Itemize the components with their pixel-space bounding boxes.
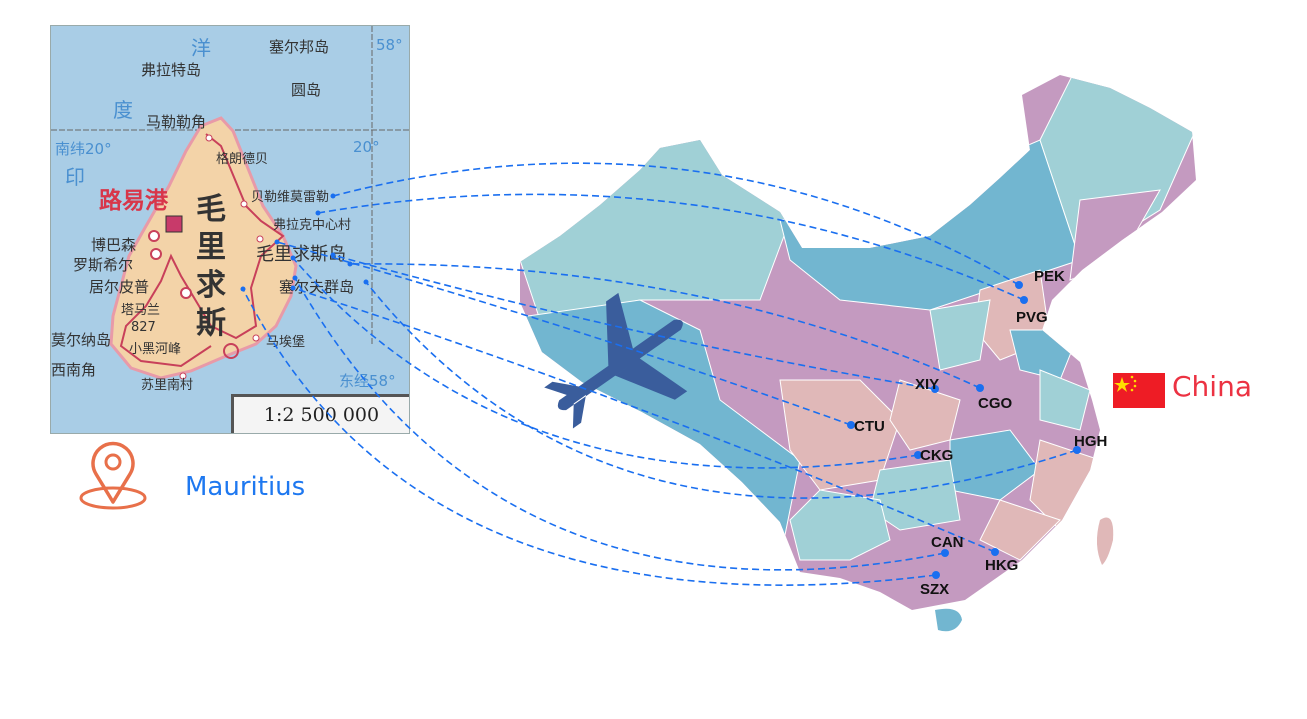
sea-label: 度 bbox=[113, 98, 133, 122]
place-label: 西南角 bbox=[51, 361, 97, 379]
route-line-xiy bbox=[332, 254, 936, 390]
airport-label-cgo: CGO bbox=[978, 395, 1013, 412]
airport-dot-ckg bbox=[914, 451, 922, 459]
route-line-hkg bbox=[292, 287, 996, 553]
place-label: 马勒勒角 bbox=[146, 113, 207, 131]
airport-label-ctu: CTU bbox=[854, 418, 885, 435]
route-line-can bbox=[294, 277, 946, 571]
airport-dot-cgo bbox=[976, 384, 984, 392]
capital-label: 路易港 bbox=[99, 188, 168, 214]
longitude-label: 58° bbox=[376, 36, 403, 54]
route-arrowhead bbox=[347, 261, 353, 267]
latitude-label: 20° bbox=[353, 138, 380, 156]
route-line-hgh bbox=[365, 281, 1078, 499]
airport-label-can: CAN bbox=[931, 534, 964, 551]
airport-label-ckg: CKG bbox=[920, 447, 954, 464]
route-line-cgo bbox=[349, 263, 981, 389]
country-name: 毛里求斯 bbox=[196, 192, 226, 341]
elevation-label: 827 bbox=[131, 320, 156, 335]
airport-label-hkg: HKG bbox=[985, 557, 1019, 574]
china-label: China bbox=[1172, 370, 1252, 403]
place-label: 圆岛 bbox=[291, 81, 322, 99]
route-arrowhead bbox=[274, 239, 280, 245]
airport-label-szx: SZX bbox=[920, 581, 950, 598]
place-label: 贝勒维莫雷勒 bbox=[251, 190, 330, 205]
sea-label: 洋 bbox=[191, 36, 211, 60]
place-label: 塔马兰 bbox=[121, 303, 161, 318]
route-arrowhead bbox=[292, 275, 298, 281]
location-pin-icon bbox=[79, 441, 147, 510]
airport-dot-hkg bbox=[991, 548, 999, 556]
place-label: 罗斯希尔 bbox=[73, 256, 134, 274]
place-label: 毛里求斯岛 bbox=[256, 244, 346, 265]
route-arrowhead bbox=[330, 193, 336, 199]
airport-label-pek: PEK bbox=[1034, 268, 1065, 285]
hainan-region bbox=[935, 608, 962, 632]
route-arrowhead bbox=[290, 285, 296, 291]
route-arrowhead bbox=[290, 255, 296, 261]
mauritius-map: 洋 度 印 南纬20° 20° 58° 东经58° 毛里求斯 路易港 塞尔邦岛 … bbox=[50, 25, 410, 434]
place-label: 格朗德贝 bbox=[216, 152, 269, 167]
airport-dot-xiy bbox=[931, 385, 939, 393]
place-label: 小黑河峰 bbox=[129, 342, 182, 357]
airplane-icon bbox=[544, 292, 688, 429]
route-arrowhead bbox=[363, 279, 369, 285]
china-flag-icon bbox=[1113, 373, 1165, 408]
mauritius-label: Mauritius bbox=[185, 472, 306, 502]
sea-label: 印 bbox=[65, 165, 85, 189]
airport-dot-hgh bbox=[1073, 446, 1081, 454]
place-label: 博巴森 bbox=[91, 236, 137, 254]
place-label: 居尔皮普 bbox=[89, 278, 150, 296]
airport-label-pvg: PVG bbox=[1016, 309, 1048, 326]
place-label: 弗拉克中心村 bbox=[273, 218, 352, 233]
latitude-label: 南纬20° bbox=[55, 140, 112, 158]
airport-dot-pek bbox=[1015, 281, 1023, 289]
route-arrowhead bbox=[315, 210, 321, 216]
taiwan-region bbox=[1096, 517, 1114, 565]
route-line-szx bbox=[242, 288, 937, 586]
airport-label-hgh: HGH bbox=[1074, 433, 1108, 450]
airport-dot-can bbox=[941, 549, 949, 557]
route-line-ctu bbox=[276, 241, 852, 426]
route-arrowhead bbox=[240, 286, 246, 292]
mauritius-island-shape bbox=[51, 26, 409, 380]
map-scale: 1:2 500 000 bbox=[231, 394, 409, 433]
route-line-pek bbox=[332, 162, 1020, 286]
airport-dot-pvg bbox=[1020, 296, 1028, 304]
longitude-label: 东经58° bbox=[339, 372, 396, 390]
airport-dot-szx bbox=[932, 571, 940, 579]
route-line-pvg bbox=[317, 193, 1025, 301]
airport-dot-ctu bbox=[847, 421, 855, 429]
place-label: 苏里南村 bbox=[141, 378, 194, 393]
route-line-ckg bbox=[292, 257, 919, 469]
place-label: 塞尔夫群岛 bbox=[279, 278, 355, 296]
place-label: 莫尔纳岛 bbox=[51, 331, 112, 349]
route-arrowhead bbox=[330, 252, 336, 258]
place-label: 塞尔邦岛 bbox=[269, 38, 330, 56]
place-label: 弗拉特岛 bbox=[141, 61, 202, 79]
airport-label-xiy: XIY bbox=[915, 376, 940, 393]
